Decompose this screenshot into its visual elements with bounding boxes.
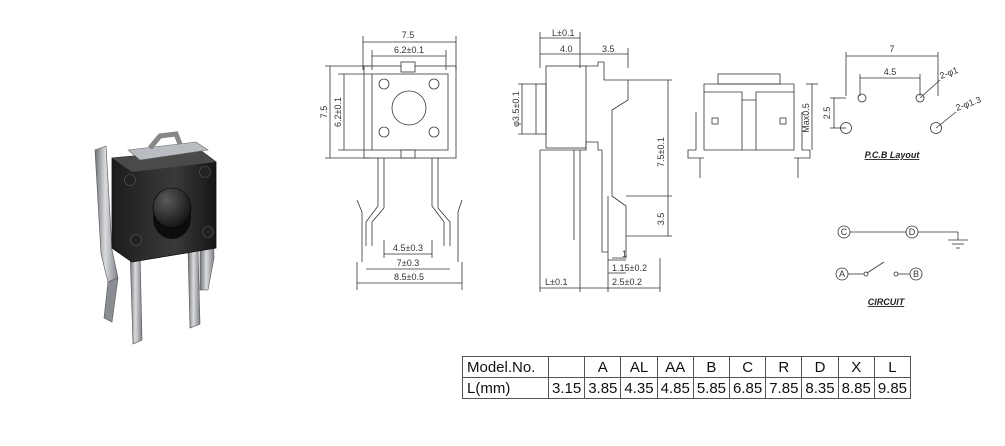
switch-photo bbox=[94, 131, 217, 345]
table-cell: 8.85 bbox=[837, 377, 875, 399]
circuit-node-c: C bbox=[841, 227, 848, 237]
pcb-hole-large: 2-φ1.3 bbox=[954, 94, 982, 112]
pcb-height: 2.5 bbox=[822, 107, 832, 120]
model-table: Model.No. A AL AA B C R D X L L(mm) 3.15… bbox=[462, 356, 912, 399]
table-cell: A bbox=[584, 356, 622, 378]
side-leg: 3.5 bbox=[656, 213, 666, 226]
table-row-lengths: L(mm) 3.15 3.85 4.35 4.85 5.85 6.85 7.85… bbox=[462, 377, 912, 399]
side-view bbox=[518, 32, 672, 292]
front-inner-width: 6.2±0.1 bbox=[394, 45, 424, 55]
side-bottom-l: L±0.1 bbox=[545, 277, 567, 287]
side-pin-pitch-b: 2.5±0.2 bbox=[612, 277, 642, 287]
circuit-node-d: D bbox=[909, 227, 916, 237]
front-inner-height: 6.2±0.1 bbox=[333, 97, 343, 127]
side-height: 7.5±0.1 bbox=[656, 137, 666, 167]
front-left-height: 7.5 bbox=[319, 106, 329, 119]
table-cell: 6.85 bbox=[729, 377, 767, 399]
table-cell: D bbox=[801, 356, 839, 378]
table-cell: 9.85 bbox=[873, 377, 912, 399]
side-thickness: L±0.1 bbox=[552, 28, 574, 38]
table-cell: 8.35 bbox=[801, 377, 839, 399]
pcb-layout bbox=[830, 52, 957, 134]
table-cell: 3.15 bbox=[547, 377, 586, 399]
table-cell: AL bbox=[620, 356, 658, 378]
pcb-inner: 4.5 bbox=[884, 67, 897, 77]
side-bracket: 3.5 bbox=[602, 44, 615, 54]
front-view bbox=[325, 36, 463, 290]
pcb-layout-title: P.C.B Layout bbox=[865, 150, 921, 160]
table-cell: 4.35 bbox=[620, 377, 658, 399]
front-top-width: 7.5 bbox=[402, 30, 415, 40]
table-cell: X bbox=[837, 356, 875, 378]
table-cell: C bbox=[729, 356, 767, 378]
table-cell: L bbox=[873, 356, 912, 378]
pcb-width: 7 bbox=[889, 44, 894, 54]
circuit-node-a: A bbox=[839, 269, 845, 279]
front-pin-mid: 7±0.3 bbox=[397, 258, 419, 268]
table-cell bbox=[547, 356, 586, 378]
table-header-length: L(mm) bbox=[462, 377, 549, 399]
table-cell: 5.85 bbox=[692, 377, 731, 399]
table-cell: 4.85 bbox=[656, 377, 694, 399]
front-pin-outer: 8.5±0.5 bbox=[394, 272, 424, 282]
table-cell: R bbox=[765, 356, 803, 378]
side-pin: 1 bbox=[622, 249, 627, 259]
table-header-model: Model.No. bbox=[462, 356, 549, 378]
front-pin-inner: 4.5±0.3 bbox=[393, 243, 423, 253]
end-max-height: Max0.5 bbox=[801, 103, 811, 133]
table-row-models: Model.No. A AL AA B C R D X L bbox=[462, 356, 912, 378]
side-pin-pitch-a: 1.15±0.2 bbox=[612, 263, 647, 273]
pcb-hole-small: 2-φ1 bbox=[938, 65, 959, 81]
table-cell: AA bbox=[656, 356, 694, 378]
side-actuator: φ3.5±0.1 bbox=[511, 91, 521, 127]
circuit-diagram bbox=[835, 225, 968, 281]
circuit-title: CIRCUIT bbox=[868, 297, 906, 307]
table-cell: B bbox=[692, 356, 731, 378]
table-cell: 3.85 bbox=[584, 377, 622, 399]
side-body: 4.0 bbox=[560, 44, 573, 54]
end-view bbox=[687, 73, 818, 178]
table-cell: 7.85 bbox=[765, 377, 803, 399]
circuit-node-b: B bbox=[913, 269, 919, 279]
